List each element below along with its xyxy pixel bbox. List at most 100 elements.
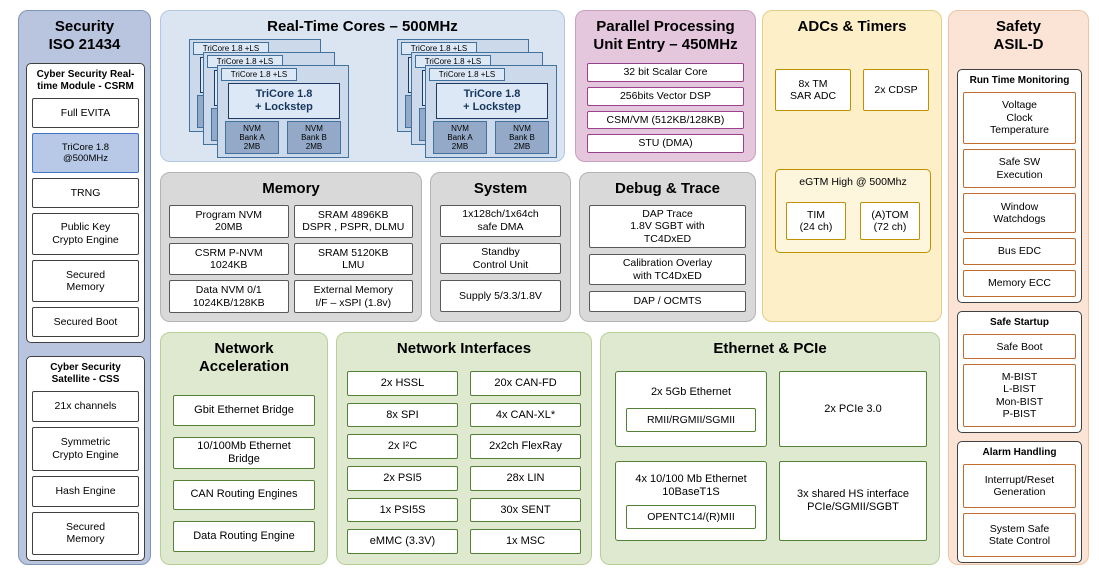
block-safe-dma: 1x128ch/1x64ch safe DMA	[440, 205, 561, 237]
debug-trace-title: Debug & Trace	[614, 180, 721, 197]
core-card: TriCore 1.8 +LS TriCore 1.8 + Lockstep N…	[217, 65, 349, 158]
memory-panel: Memory Program NVM 20MB SRAM 4896KB DSPR…	[160, 172, 422, 322]
block-csm-vm: CSM/VM (512KB/128KB)	[587, 110, 744, 130]
block-vector-dsp: 256bits Vector DSP	[587, 86, 744, 106]
memory-grid: Program NVM 20MB SRAM 4896KB DSPR , PSPR…	[169, 205, 413, 313]
runtime-monitoring-title: Run Time Monitoring	[969, 75, 1070, 86]
memory-panel-title: Memory	[262, 180, 320, 197]
block-csrm-tricore: TriCore 1.8 @500MHz	[32, 132, 139, 173]
ppu-items: 32 bit Scalar Core 256bits Vector DSP CS…	[587, 63, 744, 153]
egtm-group: eGTM High @ 500Mhz TIM (24 ch) (A)TOM (7…	[775, 169, 931, 253]
block-tim: TIM (24 ch)	[786, 202, 846, 240]
block-symmetric-crypto-engine: Symmetric Crypto Engine	[32, 427, 139, 471]
eth-5gb-title: 2x 5Gb Ethernet	[650, 385, 732, 398]
adc-timers-title: ADCs & Timers	[797, 18, 907, 35]
nvm-bank-b: NVM Bank B 2MB	[287, 121, 341, 154]
block-trng: TRNG	[32, 177, 139, 208]
block-standby-control-unit: Standby Control Unit	[440, 242, 561, 275]
block-dap-trace: DAP Trace 1.8V SGBT with TC4DxED	[589, 205, 746, 249]
core-card: TriCore 1.8 +LS TriCore 1.8 + Lockstep N…	[425, 65, 557, 158]
block-i2c: 2x I²C	[347, 434, 458, 459]
security-panel-title: Security ISO 21434	[48, 18, 121, 53]
block-msc: 1x MSC	[470, 529, 581, 554]
block-21x-channels: 21x channels	[32, 391, 139, 423]
tricore-ls-tab: TriCore 1.8 +LS	[429, 68, 505, 81]
network-acceleration-panel: Network Acceleration Gbit Ethernet Bridg…	[160, 332, 328, 565]
block-flexray: 2x2ch FlexRay	[470, 434, 581, 459]
egtm-row: TIM (24 ch) (A)TOM (72 ch)	[786, 202, 920, 240]
csrm-group-title: Cyber Security Real- time Module - CSRM	[36, 69, 135, 92]
block-rmii-rgmii-sgmii: RMII/RGMII/SGMII	[626, 408, 756, 433]
block-shared-hs-interface: 3x shared HS interface PCIe/SGMII/SGBT	[779, 461, 927, 541]
block-secured-memory-csrm: Secured Memory	[32, 259, 139, 303]
block-memory-ecc: Memory ECC	[963, 269, 1076, 297]
debug-trace-panel: Debug & Trace DAP Trace 1.8V SGBT with T…	[579, 172, 756, 322]
block-emmc: eMMC (3.3V)	[347, 529, 458, 554]
safety-panel: Safety ASIL-D Run Time Monitoring Voltag…	[948, 10, 1089, 565]
block-safe-sw-execution: Safe SW Execution	[963, 148, 1076, 189]
block-bist: M-BIST L-BIST Mon-BIST P-BIST	[963, 364, 1076, 427]
block-sram-5120kb: SRAM 5120KB LMU	[293, 242, 413, 276]
network-interfaces-panel: Network Interfaces 2x HSSL 8x SPI 2x I²C…	[336, 332, 592, 565]
block-data-routing-engine: Data Routing Engine	[173, 521, 315, 552]
block-safe-boot: Safe Boot	[963, 334, 1076, 360]
adc-row: 8x TM SAR ADC 2x CDSP	[775, 69, 929, 111]
block-external-memory-if: External Memory I/F – xSPI (1.8v)	[293, 280, 413, 313]
eth-10-100-title: 4x 10/100 Mb Ethernet 10BaseT1S	[635, 472, 747, 498]
alarm-handling-title: Alarm Handling	[982, 447, 1057, 458]
block-lin: 28x LIN	[470, 465, 581, 491]
core-stack-left: TriCore 1.8 +LS TriCore 1.8 + Lockstep N…	[189, 39, 351, 159]
block-opentc14-rmii: OPENTC14/(R)MII	[626, 505, 756, 530]
network-acceleration-items: Gbit Ethernet Bridge 10/100Mb Ethernet B…	[173, 395, 315, 552]
block-bus-edc: Bus EDC	[963, 237, 1076, 265]
system-panel: System 1x128ch/1x64ch safe DMA Standby C…	[430, 172, 571, 322]
nvm-bank-b: NVM Bank B 2MB	[495, 121, 549, 154]
safety-panel-title: Safety ASIL-D	[993, 18, 1044, 53]
adc-timers-panel: ADCs & Timers 8x TM SAR ADC 2x CDSP eGTM…	[762, 10, 942, 322]
block-can-fd: 20x CAN-FD	[470, 371, 581, 396]
block-voltage-clock-temperature: Voltage Clock Temperature	[963, 92, 1076, 144]
block-sram-4896kb: SRAM 4896KB DSPR , PSPR, DLMU	[293, 205, 413, 238]
block-cdsp: 2x CDSP	[863, 69, 929, 111]
egtm-group-title: eGTM High @ 500Mhz	[799, 176, 907, 188]
block-sent: 30x SENT	[470, 497, 581, 523]
network-interfaces-grid: 2x HSSL 8x SPI 2x I²C 2x PSI5 1x PSI5S e…	[347, 371, 581, 554]
tricore-ls-tab: TriCore 1.8 +LS	[221, 68, 297, 81]
network-interfaces-title: Network Interfaces	[396, 340, 532, 357]
realtime-cores-title: Real-Time Cores – 500MHz	[267, 18, 458, 35]
system-panel-title: System	[473, 180, 528, 197]
runtime-monitoring-group: Run Time Monitoring Voltage Clock Temper…	[957, 69, 1082, 303]
eth-5gb-group: 2x 5Gb Ethernet RMII/RGMII/SGMII	[615, 371, 767, 447]
block-spi: 8x SPI	[347, 402, 458, 428]
block-fast-ethernet-bridge: 10/100Mb Ethernet Bridge	[173, 436, 315, 469]
block-scalar-core: 32 bit Scalar Core	[587, 63, 744, 82]
block-secured-memory-css: Secured Memory	[32, 511, 139, 555]
nvm-bank-a: NVM Bank A 2MB	[433, 121, 487, 154]
nvm-banks: NVM Bank A 2MB NVM Bank B 2MB	[218, 121, 348, 154]
tricore-lockstep-core: TriCore 1.8 + Lockstep	[436, 83, 548, 119]
block-full-evita: Full EVITA	[32, 98, 139, 128]
core-stack-right: TriCore 1.8 +LS TriCore 1.8 + Lockstep N…	[397, 39, 559, 159]
block-can-xl: 4x CAN-XL*	[470, 402, 581, 428]
ethernet-pcie-title: Ethernet & PCIe	[713, 340, 827, 357]
block-psi5: 2x PSI5	[347, 465, 458, 491]
block-calibration-overlay: Calibration Overlay with TC4DxED	[589, 254, 746, 285]
realtime-cores-panel: Real-Time Cores – 500MHz TriCore 1.8 +LS…	[160, 10, 565, 162]
nvm-banks: NVM Bank A 2MB NVM Bank B 2MB	[426, 121, 556, 154]
alarm-handling-group: Alarm Handling Interrupt/Reset Generatio…	[957, 441, 1082, 563]
block-supply: Supply 5/3.3/1.8V	[440, 280, 561, 313]
ethernet-pcie-panel: Ethernet & PCIe 2x 5Gb Ethernet RMII/RGM…	[600, 332, 940, 565]
safe-startup-title: Safe Startup	[990, 317, 1049, 328]
block-atom: (A)TOM (72 ch)	[860, 202, 920, 240]
css-group: Cyber Security Satellite - CSS 21x chann…	[26, 356, 145, 561]
system-items: 1x128ch/1x64ch safe DMA Standby Control …	[440, 205, 561, 313]
block-gbit-ethernet-bridge: Gbit Ethernet Bridge	[173, 395, 315, 426]
block-interrupt-reset-generation: Interrupt/Reset Generation	[963, 464, 1076, 508]
block-public-key-crypto-engine: Public Key Crypto Engine	[32, 212, 139, 255]
block-data-nvm: Data NVM 0/1 1024KB/128KB	[169, 280, 289, 313]
block-csrm-p-nvm: CSRM P-NVM 1024KB	[169, 242, 289, 276]
csrm-group: Cyber Security Real- time Module - CSRM …	[26, 63, 145, 343]
block-dap-ocmts: DAP / OCMTS	[589, 290, 746, 312]
nvm-bank-a: NVM Bank A 2MB	[225, 121, 279, 154]
